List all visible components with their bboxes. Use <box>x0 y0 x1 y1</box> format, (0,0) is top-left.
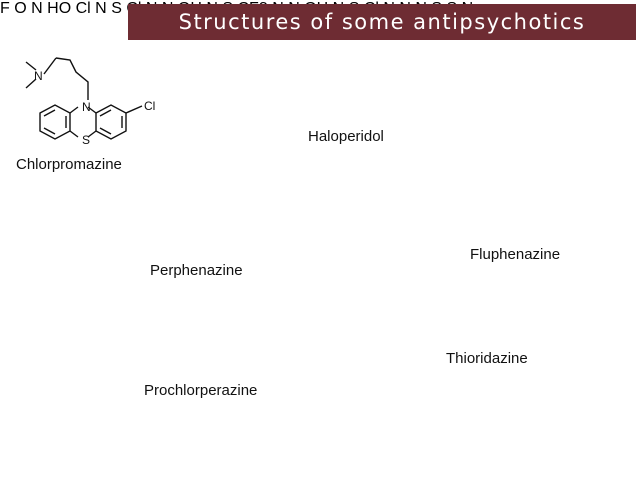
chlorpromazine-label: Chlorpromazine <box>16 156 122 173</box>
prochlorperazine-label: Prochlorperazine <box>144 382 258 399</box>
chlorpromazine-cl-label: Cl <box>144 99 155 113</box>
slide-title-bar: Structures of some antipsychotics <box>128 4 636 40</box>
chlorpromazine-structure: N S Cl N <box>25 57 155 147</box>
perphenazine-n-label: N <box>95 0 107 17</box>
chlorpromazine-amine-n-label: N <box>34 69 43 83</box>
haloperidol-structure: F O N HO Cl <box>0 0 95 17</box>
chlorpromazine-s-label: S <box>82 133 90 147</box>
perphenazine-s-label: S <box>111 0 122 17</box>
haloperidol-ho-label: HO <box>47 0 72 17</box>
haloperidol-cl-label: Cl <box>75 0 91 17</box>
haloperidol-f-label: F <box>0 0 10 17</box>
chlorpromazine-n-label: N <box>82 100 91 114</box>
haloperidol-label: Haloperidol <box>308 128 384 145</box>
haloperidol-o-label: O <box>14 0 27 17</box>
haloperidol-n-label: N <box>31 0 43 17</box>
perphenazine-label: Perphenazine <box>150 262 243 279</box>
slide-title: Structures of some antipsychotics <box>178 10 586 34</box>
thioridazine-label: Thioridazine <box>446 350 528 367</box>
fluphenazine-label: Fluphenazine <box>470 246 561 263</box>
